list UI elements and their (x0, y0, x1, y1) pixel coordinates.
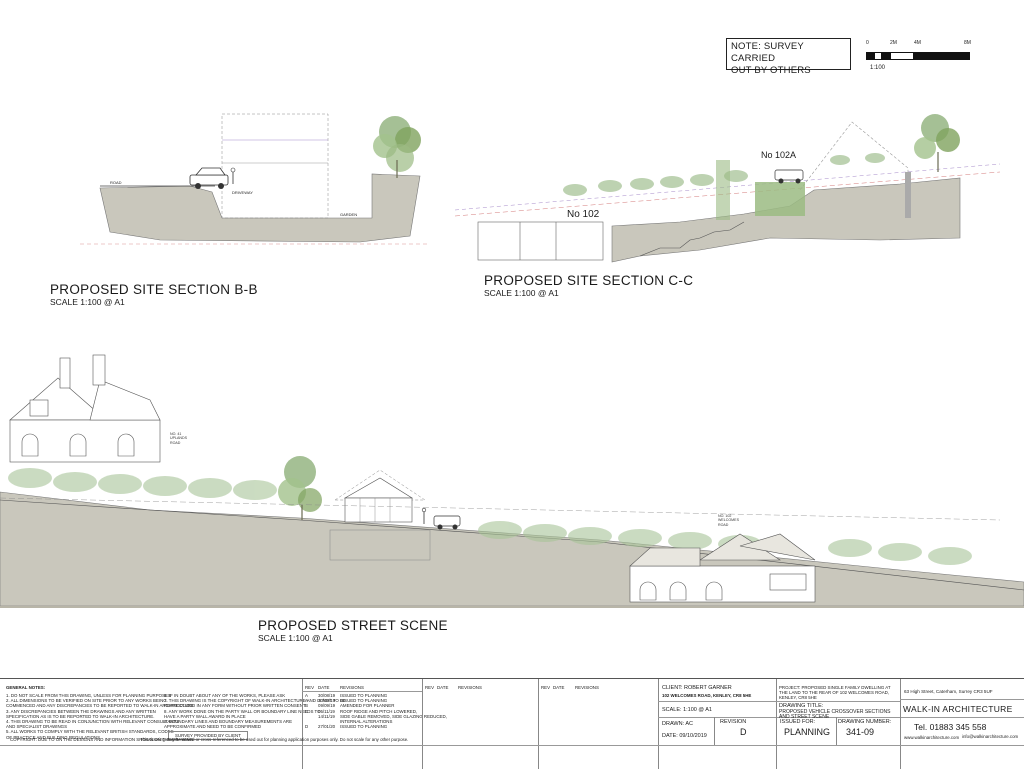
section-cc-title: PROPOSED SITE SECTION C-C (484, 273, 694, 288)
no102-label: No 102 (567, 209, 600, 220)
no102-house-outline (477, 221, 604, 261)
drawing-number-value: 341-09 (846, 727, 875, 737)
scale-tick-4m: 4M (914, 40, 921, 46)
drawing-number-label: DRAWING NUMBER: (838, 719, 892, 725)
person-icon (421, 507, 427, 524)
rev-header-date-3: DATE (553, 685, 565, 690)
tree-icon (914, 114, 960, 172)
firm-email: info@walkinarchitecture.com (962, 734, 1019, 739)
client-address: 102 WELCOMES ROAD, KENLEY, CR8 5HE (662, 693, 752, 698)
rev-header-rev: REV (305, 685, 315, 690)
street-scene-drawing (0, 354, 1024, 608)
firm-web: www.walkinarchitecture.com (904, 735, 960, 740)
firm-name: WALK-IN ARCHITECTURE (903, 704, 1013, 714)
rev-header-revisions: REVISIONS (340, 685, 364, 690)
survey-note-line1: NOTE: SURVEY CARRIED (731, 41, 804, 64)
general-notes-heading: GENERAL NOTES: (6, 685, 46, 690)
revision-value: D (740, 727, 747, 737)
house-no102 (629, 533, 816, 603)
drawing-date: DATE: 09/10/2019 (662, 733, 707, 739)
person-icon (230, 167, 236, 184)
section-bb-drawing (80, 113, 430, 245)
firm-address: 63 High Street, Caterham, Surrey CR3 5UF (904, 689, 993, 694)
section-bb-scale: SCALE 1:100 @ A1 (50, 297, 125, 307)
section-bb-proposed-building-outline (221, 113, 329, 219)
tree-icon (278, 456, 322, 520)
title-block: GENERAL NOTES: 1. DO NOT SCALE FROM THIS… (0, 678, 1024, 769)
survey-note: SURVEY PROVIDED BY CLIENT (168, 731, 248, 741)
car-icon (433, 515, 461, 530)
no102-street-label: NO. 102 WELCOMES ROAD (718, 514, 739, 527)
section-bb-title: PROPOSED SITE SECTION B-B (50, 282, 258, 297)
drawing-scale: SCALE: 1:100 @ A1 (662, 707, 712, 713)
issued-for-label: ISSUED FOR: (780, 719, 816, 725)
firm-tel: Tel. 01883 345 558 (914, 722, 987, 732)
section-bb-ground (99, 173, 421, 243)
rev-header-rev-3: REV (541, 685, 551, 690)
scale-tick-0: 0 (866, 40, 869, 46)
scale-tick-2m: 2M (890, 40, 897, 46)
no41-label: NO. 41 UPLANDS ROAD (170, 432, 187, 445)
general-notes-left: 1. DO NOT SCALE FROM THIS DRAWING, UNLES… (6, 693, 194, 740)
revision-label: REVISION (720, 719, 747, 725)
issued-for-value: PLANNING (784, 727, 831, 737)
scale-bar: 0 2M 4M 8M 1:100 (864, 40, 974, 76)
car-icon (774, 169, 804, 184)
project-description: PROJECT: PROPOSED SINGLE FAMILY DWELLING… (779, 685, 891, 701)
section-cc-ground (611, 177, 961, 263)
scale-bar-caption: 1:100 (870, 65, 886, 71)
rev-header-rev-2: REV (425, 685, 435, 690)
rev-header-date-2: DATE (437, 685, 449, 690)
street-scene-scale: SCALE 1:100 @ A1 (258, 633, 333, 643)
survey-note-box: NOTE: SURVEY CARRIED OUT BY OTHERS (726, 38, 851, 76)
section-cc-drawing (454, 114, 1001, 263)
rev-header-revisions-2: REVISIONS (458, 685, 482, 690)
road-label: ROAD (110, 180, 122, 185)
section-cc-scale: SCALE 1:100 @ A1 (484, 288, 559, 298)
shrub-band (8, 468, 972, 565)
street-scene-title: PROPOSED STREET SCENE (258, 618, 448, 633)
copyright-note: COPYRIGHT: DUE TO ON THE DESIGNS AND INF… (10, 737, 194, 742)
drawing-title: PROPOSED VEHICLE CROSSOVER SECTIONS AND … (779, 709, 891, 721)
general-notes-right: 6. IF IN DOUBT ABOUT ANY OF THE WORKS, P… (164, 693, 346, 730)
shrub-row (563, 153, 885, 196)
rev-header-date: DATE (318, 685, 330, 690)
driveway-label: DRIVEWAY (232, 190, 253, 195)
garden-label: GARDEN (340, 212, 358, 217)
drawing-title-label: DRAWING TITLE: (779, 703, 824, 709)
client-name: CLIENT: ROBERT GARNER (662, 685, 732, 691)
drawn-by: DRAWN: AC (662, 721, 693, 727)
proposed-dwelling (329, 469, 431, 561)
disclaimer-note: This drawing may be scaled or cross-refe… (140, 737, 409, 742)
rev-header-revisions-3: REVISIONS (575, 685, 599, 690)
no102a-label: No 102A (761, 150, 797, 160)
table-row: INTERNAL ALTERATIONS (340, 719, 393, 725)
hedge-garden (755, 182, 805, 216)
house-no41 (9, 354, 161, 463)
scale-tick-8m: 8M (964, 40, 971, 46)
tree-icon (373, 116, 421, 178)
car-icon (189, 167, 229, 189)
survey-note-line2: OUT BY OTHERS (731, 65, 811, 76)
